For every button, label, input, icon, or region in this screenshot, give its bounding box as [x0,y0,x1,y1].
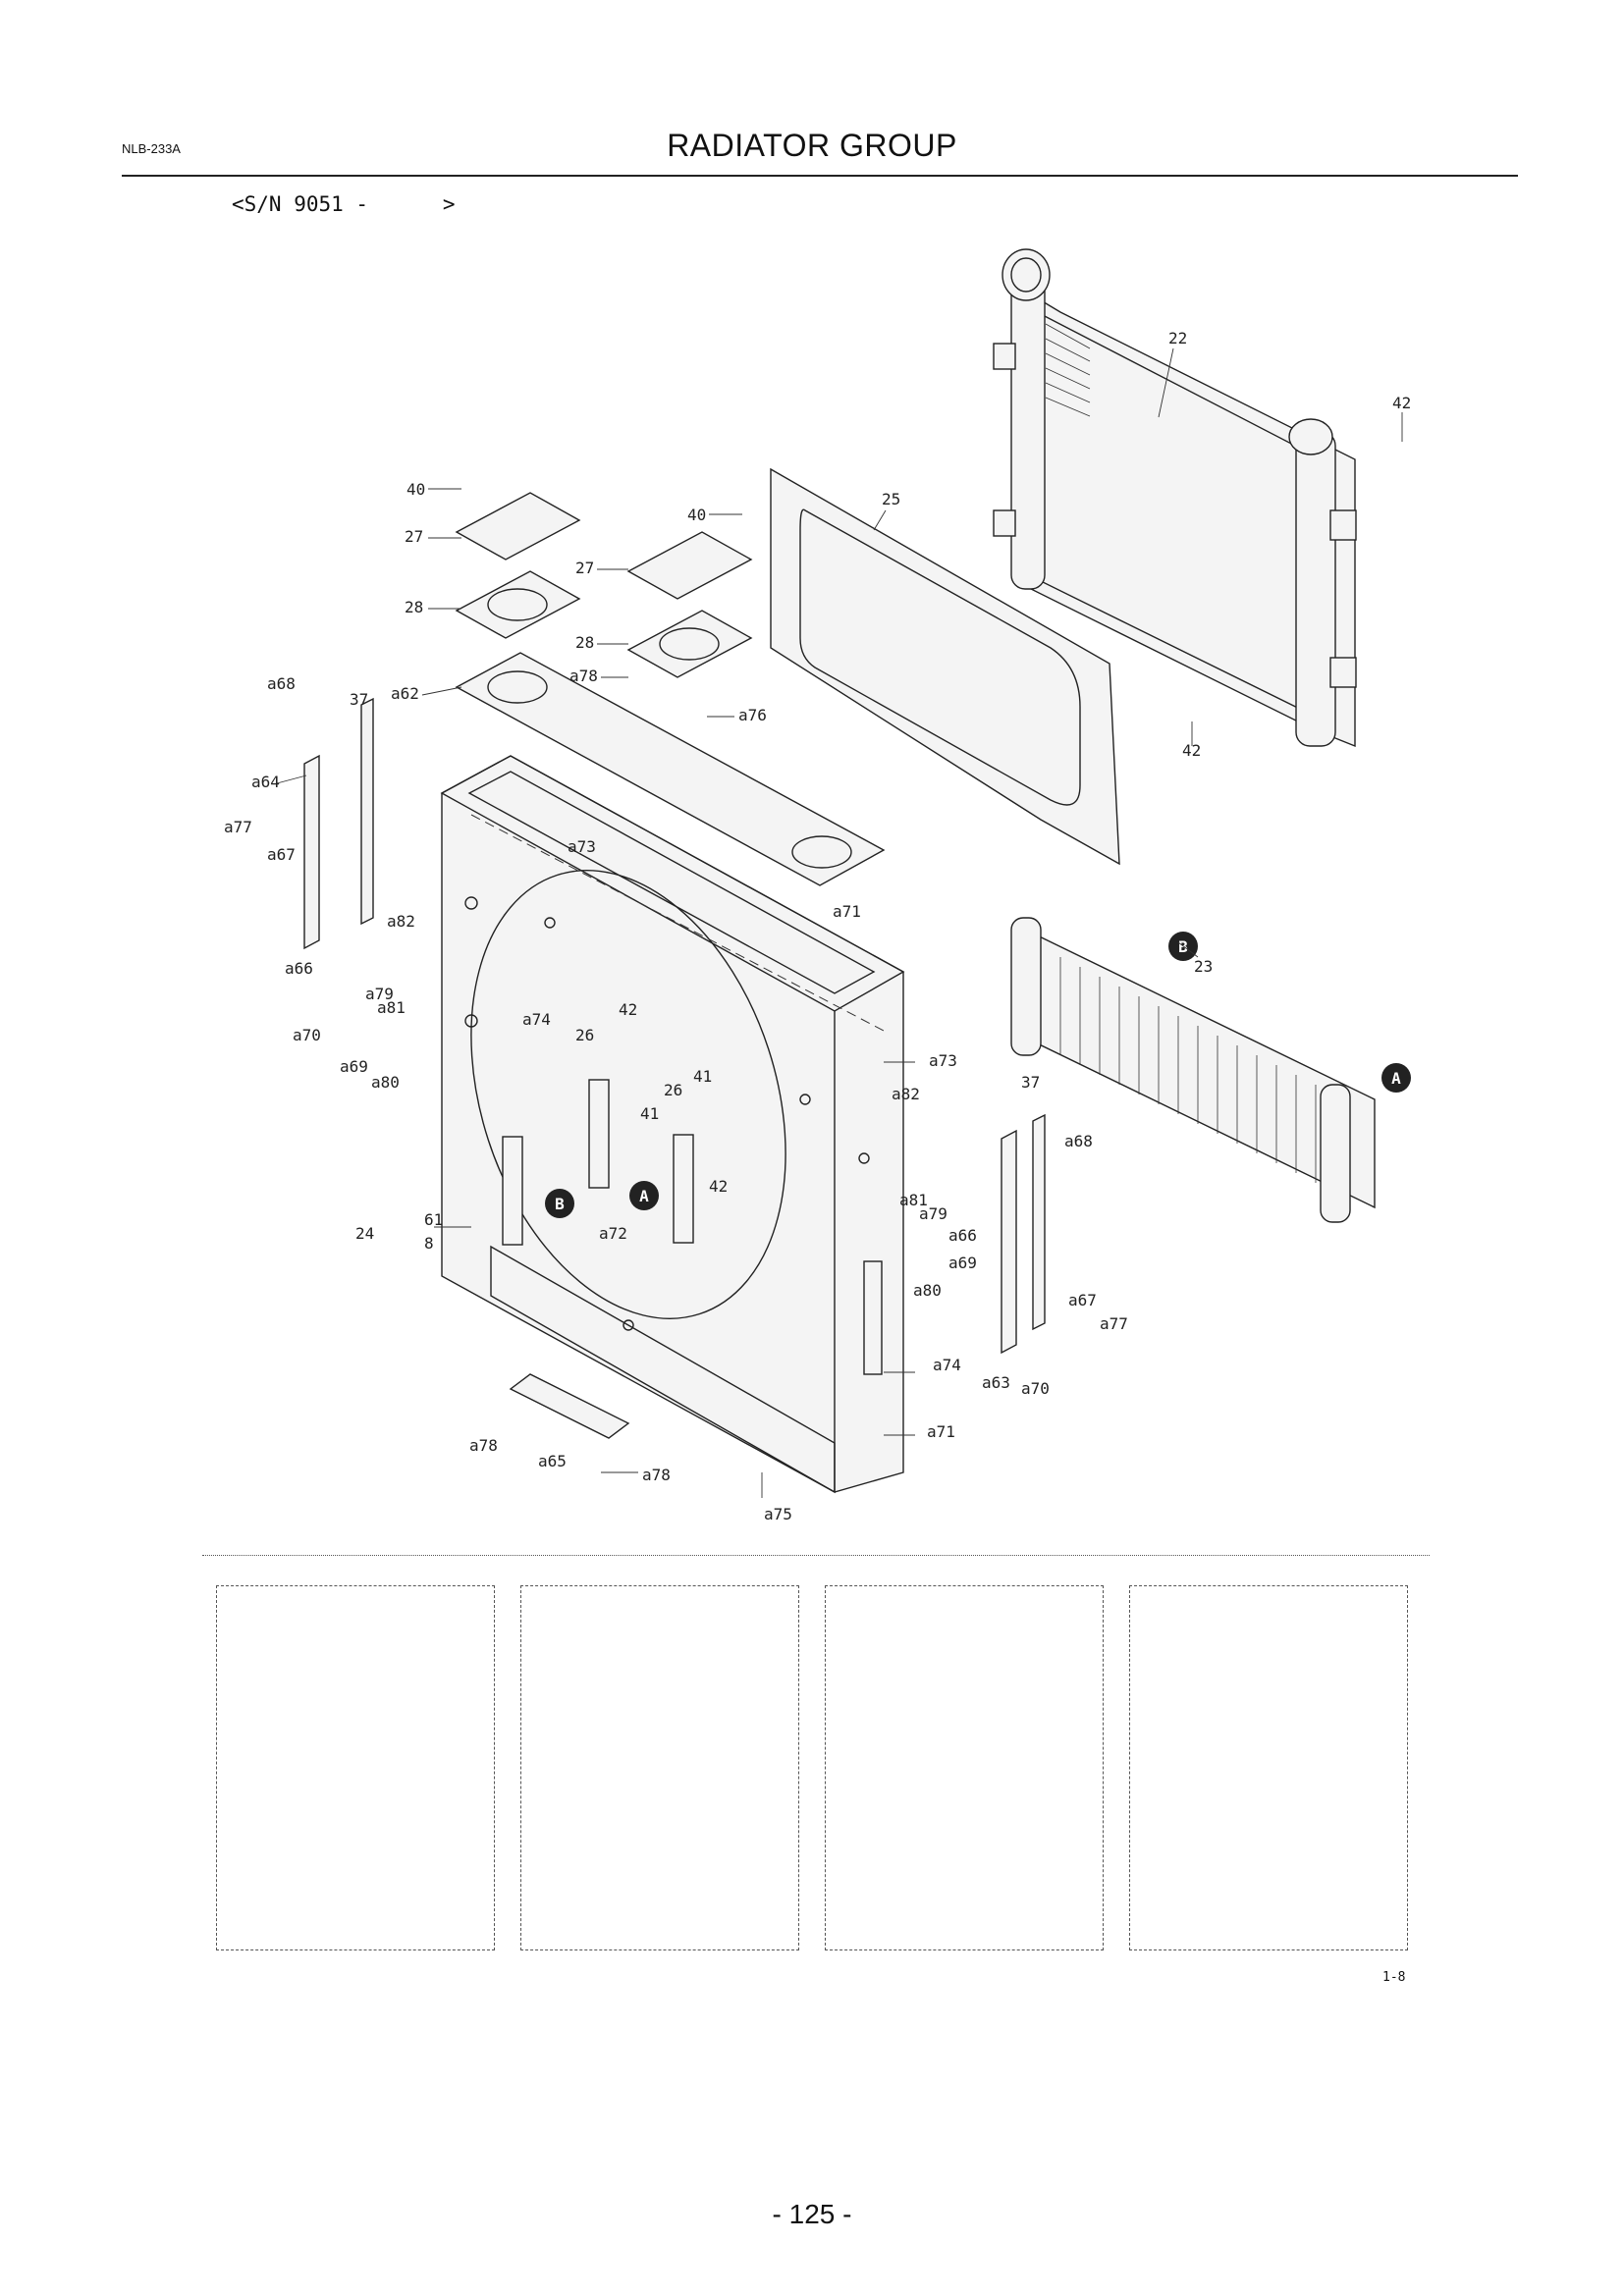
label-61: 61 [424,1210,443,1229]
callout-a-cooler: A [1391,1069,1401,1088]
label-25: 25 [882,490,900,508]
label-a63: a63 [982,1373,1010,1392]
label-a71: a71 [833,902,861,921]
label-a78: a78 [642,1466,671,1484]
blank-frame-4 [1129,1585,1408,1950]
label-a76: a76 [738,706,767,724]
label-26: 26 [664,1081,682,1099]
label-a82: a82 [892,1085,920,1103]
label-a64: a64 [251,773,280,791]
top-gasket [455,652,886,886]
label-a71: a71 [927,1422,955,1441]
label-a79: a79 [919,1204,947,1223]
blank-frame-2 [520,1585,799,1950]
label-a77: a77 [224,818,252,836]
label-a82: a82 [387,912,415,931]
radiator-frame [440,755,905,1494]
label-37: 37 [350,690,368,709]
label-a73: a73 [929,1051,957,1070]
label-37: 37 [1021,1073,1040,1092]
label-42: 42 [619,1000,637,1019]
label-a67: a67 [1068,1291,1097,1309]
label-a70: a70 [293,1026,321,1044]
label-a65: a65 [538,1452,567,1470]
intercooler-part [993,248,1357,748]
blank-frame-3 [825,1585,1104,1950]
page-number: - 125 - [772,2199,852,2229]
shroud-plate [770,467,1120,866]
label-a69: a69 [948,1254,977,1272]
label-a62: a62 [391,684,419,703]
label-42: 42 [1182,741,1201,760]
label-41: 41 [693,1067,712,1086]
label-40: 40 [687,506,706,524]
label-24: 24 [355,1224,374,1243]
page-title: RADIATOR GROUP [667,128,957,163]
right-bracket [1001,1129,1017,1355]
label-a81: a81 [377,998,406,1017]
label-a78: a78 [569,667,598,685]
lower-bracket [509,1373,630,1439]
header-rule [122,175,1518,177]
label-8: 8 [424,1234,434,1253]
label-27: 27 [405,527,423,546]
label-a70: a70 [1021,1379,1050,1398]
serial-number-range: <S/N 9051 - > [232,192,456,216]
label-a77: a77 [1100,1314,1128,1333]
label-a79: a79 [365,985,394,1003]
left-bracket [303,754,320,950]
label-28: 28 [575,633,594,652]
label-23: 23 [1194,957,1213,976]
figure-code: 1-8 [1382,1970,1406,1985]
callout-a-frame: A [639,1187,649,1205]
label-a74: a74 [522,1010,551,1029]
label-27: 27 [575,559,594,577]
label-40: 40 [406,480,425,499]
oil-cooler-part [1010,917,1376,1223]
label-22: 22 [1168,329,1187,347]
label-a67: a67 [267,845,296,864]
callout-b-cooler: B [1178,937,1188,956]
label-a66: a66 [285,959,313,978]
label-26: 26 [575,1026,594,1044]
label-a74: a74 [933,1356,961,1374]
label-42: 42 [709,1177,728,1196]
section-separator [202,1555,1430,1556]
label-a80: a80 [371,1073,400,1092]
label-42: 42 [1392,394,1411,412]
label-a81: a81 [899,1191,928,1209]
label-a78: a78 [469,1436,498,1455]
label-28: 28 [405,598,423,616]
label-a80: a80 [913,1281,942,1300]
label-a69: a69 [340,1057,368,1076]
document-code: NLB-233A [122,141,181,156]
label-a73: a73 [568,837,596,856]
label-a68: a68 [1064,1132,1093,1150]
label-a75: a75 [764,1505,792,1523]
blank-frame-1 [216,1585,495,1950]
label-a72: a72 [599,1224,627,1243]
callout-b-frame: B [555,1195,565,1213]
label-a68: a68 [267,674,296,693]
label-41: 41 [640,1104,659,1123]
label-a66: a66 [948,1226,977,1245]
